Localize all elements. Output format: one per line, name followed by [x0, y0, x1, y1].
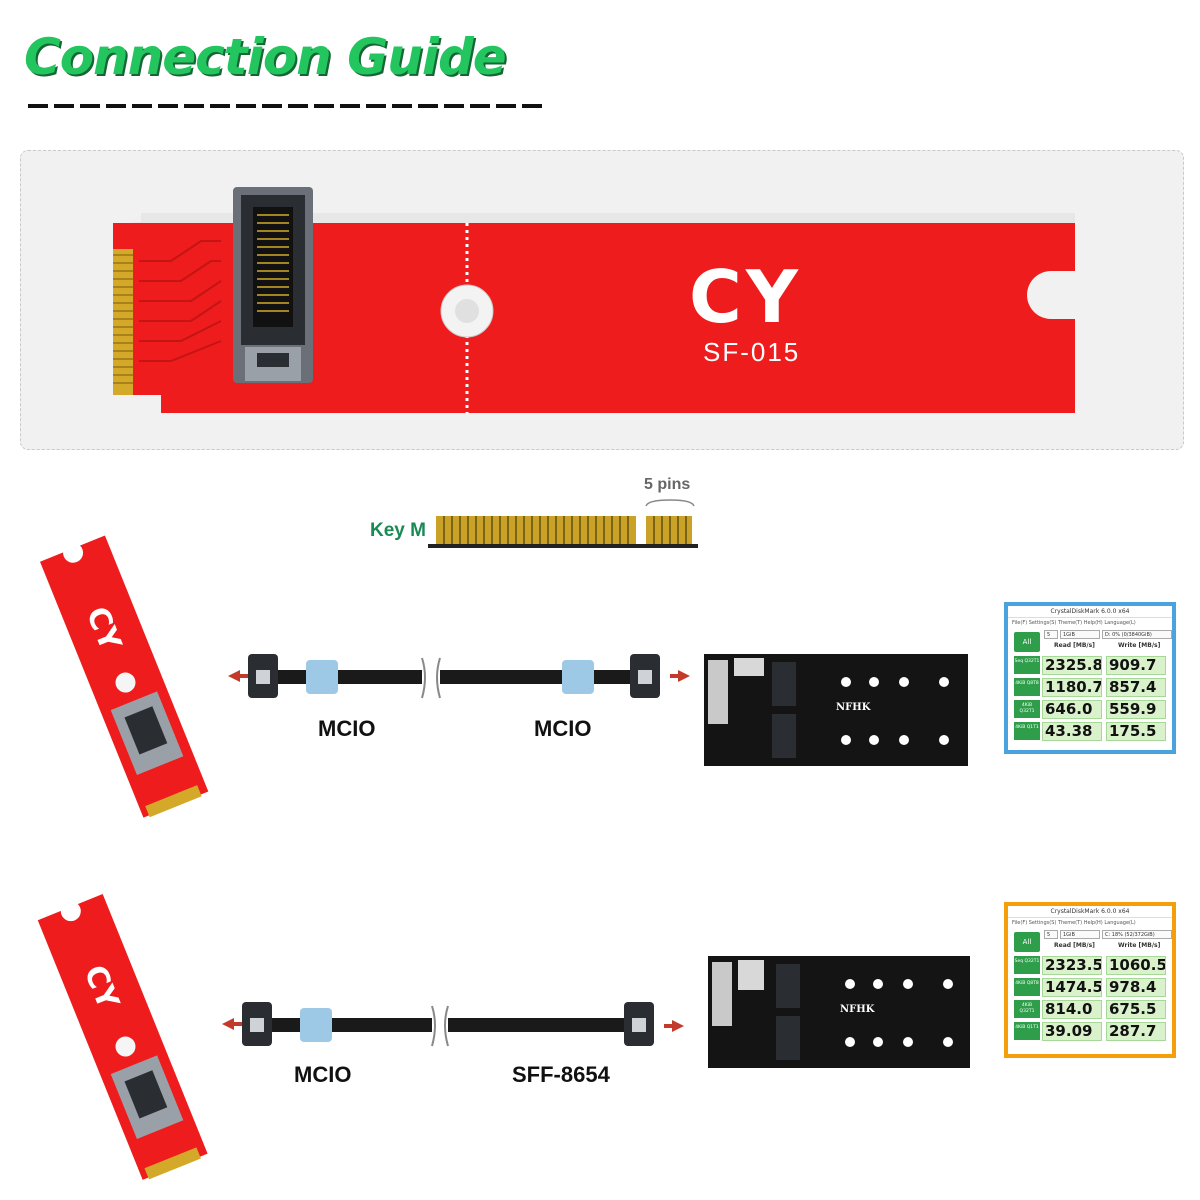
benchmark-row: 4KiB Q32T1 814.0 675.5 [1008, 998, 1172, 1020]
hero-panel: CY SF-015 [20, 150, 1184, 450]
benchmark-menu: File(F) Settings(S) Theme(T) Help(H) Lan… [1012, 620, 1136, 626]
all-button[interactable]: All [1014, 632, 1040, 652]
board-logo: CY [689, 255, 802, 339]
arrow-right-icon [672, 1020, 684, 1032]
benchmark-menu: File(F) Settings(S) Theme(T) Help(H) Lan… [1012, 920, 1136, 926]
read-value: 646.0 [1042, 700, 1102, 719]
arrow-left-icon [222, 1018, 234, 1030]
page-title: Connection Guide [24, 28, 507, 86]
benchmark-row: Seq Q32T1 2323.5 1060.5 [1008, 954, 1172, 976]
write-value: 1060.5 [1106, 956, 1166, 975]
runs-select[interactable]: 5 [1044, 630, 1058, 639]
test-button[interactable]: 4KiB Q8T8 [1014, 978, 1040, 996]
write-header: Write [MB/s] [1118, 942, 1161, 949]
size-select[interactable]: 1GiB [1060, 630, 1100, 639]
write-value: 287.7 [1106, 1022, 1166, 1041]
read-value: 1180.7 [1042, 678, 1102, 697]
adapter-2-brand: NFHK [840, 1004, 875, 1015]
setup-2-illustration: CY [37, 893, 970, 1180]
benchmark-row: 4KiB Q8T8 1180.7 857.4 [1008, 676, 1172, 698]
title-underline [28, 104, 548, 108]
five-pins-label: 5 pins [644, 476, 691, 493]
benchmark-window-2: CrystalDiskMark 6.0.0 x64 File(F) Settin… [1004, 902, 1176, 1058]
benchmark-row: 4KiB Q1T1 43.38 175.5 [1008, 720, 1172, 742]
setup-1-illustration: CY [40, 535, 968, 818]
benchmark-window-1: CrystalDiskMark 6.0.0 x64 File(F) Settin… [1004, 602, 1176, 754]
read-value: 39.09 [1042, 1022, 1102, 1041]
write-value: 559.9 [1106, 700, 1166, 719]
benchmark-row: Seq Q32T1 2325.8 909.7 [1008, 654, 1172, 676]
benchmark-row: 4KiB Q8T8 1474.5 978.4 [1008, 976, 1172, 998]
write-value: 857.4 [1106, 678, 1166, 697]
board-model-label: SF-015 [703, 337, 801, 367]
read-value: 2325.8 [1042, 656, 1102, 675]
benchmark-title: CrystalDiskMark 6.0.0 x64 [1008, 606, 1172, 618]
test-button[interactable]: 4KiB Q1T1 [1014, 722, 1040, 740]
setup-2-cable-left-label: MCIO [294, 1062, 352, 1087]
benchmark-row: 4KiB Q1T1 39.09 287.7 [1008, 1020, 1172, 1042]
setup-1-cable-right-label: MCIO [534, 716, 592, 741]
write-header: Write [MB/s] [1118, 642, 1161, 649]
test-button[interactable]: 4KiB Q8T8 [1014, 678, 1040, 696]
read-value: 2323.5 [1042, 956, 1102, 975]
runs-select[interactable]: 5 [1044, 930, 1058, 939]
test-button[interactable]: Seq Q32T1 [1014, 956, 1040, 974]
test-button[interactable]: 4KiB Q1T1 [1014, 1022, 1040, 1040]
write-value: 175.5 [1106, 722, 1166, 741]
test-button[interactable]: 4KiB Q32T1 [1014, 700, 1040, 718]
adapter-1-brand: NFHK [836, 702, 871, 713]
key-m-label: Key M [370, 520, 426, 541]
read-value: 1474.5 [1042, 978, 1102, 997]
drive-select[interactable]: D: 0% (0/3840GiB) [1102, 630, 1172, 639]
arrow-right-icon [678, 670, 690, 682]
write-value: 675.5 [1106, 1000, 1166, 1019]
write-value: 909.7 [1106, 656, 1166, 675]
read-header: Read [MB/s] [1054, 642, 1095, 649]
benchmark-title: CrystalDiskMark 6.0.0 x64 [1008, 906, 1172, 918]
read-header: Read [MB/s] [1054, 942, 1095, 949]
drive-select[interactable]: C: 18% (52/372GiB) [1102, 930, 1172, 939]
test-button[interactable]: 4KiB Q32T1 [1014, 1000, 1040, 1018]
write-value: 978.4 [1106, 978, 1166, 997]
key-m-connector-diagram [428, 499, 698, 548]
size-select[interactable]: 1GiB [1060, 930, 1100, 939]
all-button[interactable]: All [1014, 932, 1040, 952]
arrow-left-icon [228, 670, 240, 682]
sf015-board-image [113, 187, 1075, 413]
test-button[interactable]: Seq Q32T1 [1014, 656, 1040, 674]
benchmark-row: 4KiB Q32T1 646.0 559.9 [1008, 698, 1172, 720]
setup-2-cable-right-label: SFF-8654 [512, 1062, 610, 1087]
read-value: 43.38 [1042, 722, 1102, 741]
setup-1-cable-left-label: MCIO [318, 716, 376, 741]
read-value: 814.0 [1042, 1000, 1102, 1019]
